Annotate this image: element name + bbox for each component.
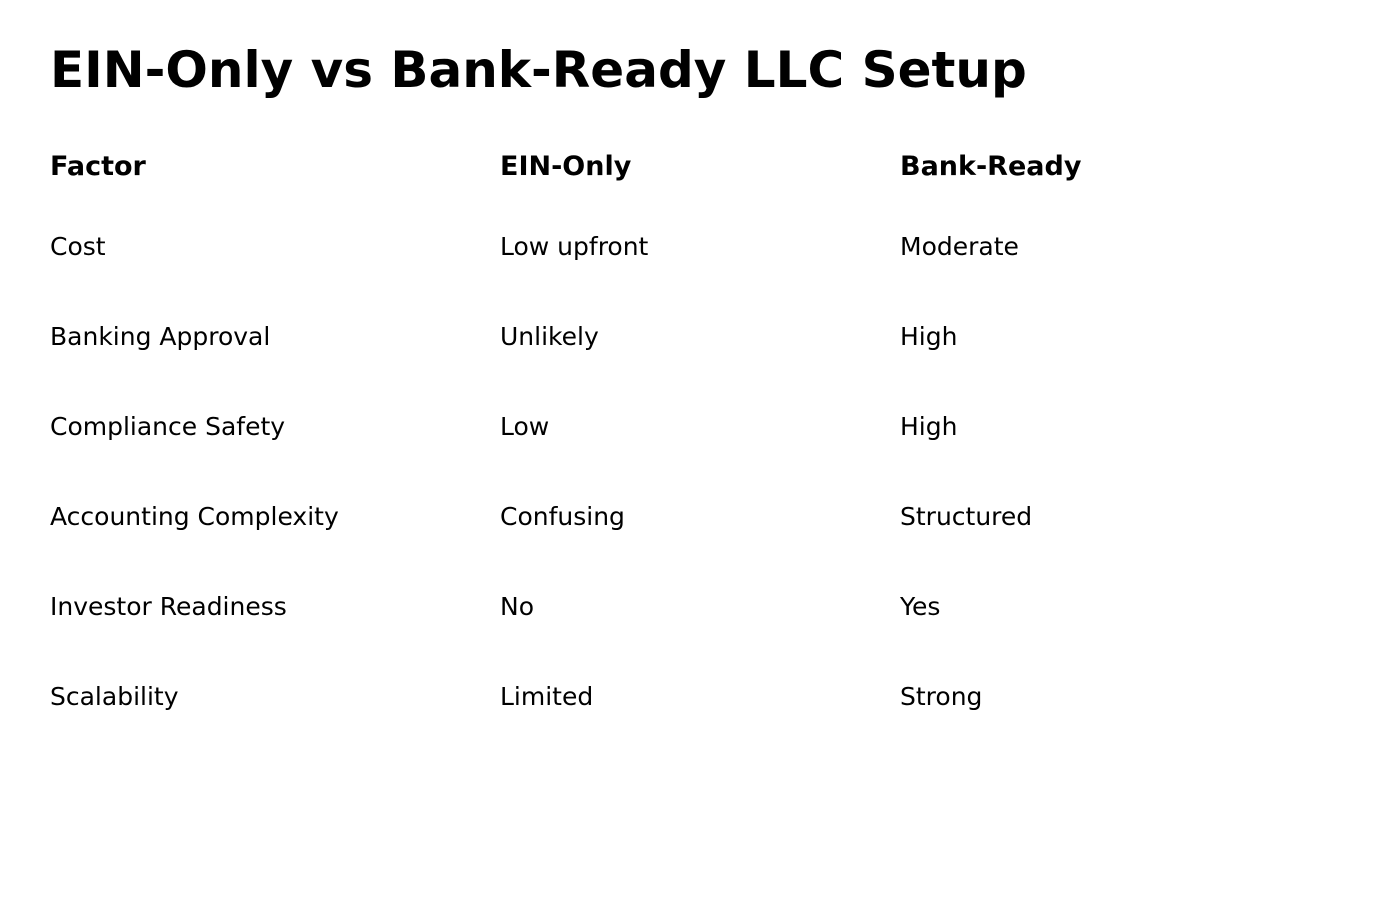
factor-cell: Investor Readiness bbox=[50, 592, 287, 621]
table-header-row: Factor EIN-Only Bank-Ready bbox=[50, 150, 1350, 184]
bank-ready-cell: Yes bbox=[900, 592, 941, 621]
factor-cell: Scalability bbox=[50, 682, 179, 711]
table-row: Scalability Limited Strong bbox=[50, 680, 1350, 714]
table-row: Accounting Complexity Confusing Structur… bbox=[50, 500, 1350, 534]
bank-ready-cell: Strong bbox=[900, 682, 983, 711]
factor-cell: Banking Approval bbox=[50, 322, 271, 351]
bank-ready-cell: High bbox=[900, 322, 958, 351]
bank-ready-cell: High bbox=[900, 412, 958, 441]
table-row: Cost Low upfront Moderate bbox=[50, 230, 1350, 264]
ein-only-cell: Limited bbox=[500, 682, 594, 711]
factor-cell: Cost bbox=[50, 232, 106, 261]
column-header-factor: Factor bbox=[50, 151, 146, 182]
ein-only-cell: Confusing bbox=[500, 502, 625, 531]
table-row: Compliance Safety Low High bbox=[50, 410, 1350, 444]
table-row: Banking Approval Unlikely High bbox=[50, 320, 1350, 354]
table-row: Investor Readiness No Yes bbox=[50, 590, 1350, 624]
ein-only-cell: Unlikely bbox=[500, 322, 599, 351]
ein-only-cell: No bbox=[500, 592, 534, 621]
bank-ready-cell: Structured bbox=[900, 502, 1033, 531]
column-header-ein-only: EIN-Only bbox=[500, 151, 632, 182]
bank-ready-cell: Moderate bbox=[900, 232, 1019, 261]
comparison-table: Factor EIN-Only Bank-Ready Cost Low upfr… bbox=[50, 150, 1350, 770]
factor-cell: Compliance Safety bbox=[50, 412, 286, 441]
page-title: EIN-Only vs Bank-Ready LLC Setup bbox=[50, 41, 1027, 99]
ein-only-cell: Low upfront bbox=[500, 232, 649, 261]
column-header-bank-ready: Bank-Ready bbox=[900, 151, 1082, 182]
factor-cell: Accounting Complexity bbox=[50, 502, 339, 531]
ein-only-cell: Low bbox=[500, 412, 550, 441]
